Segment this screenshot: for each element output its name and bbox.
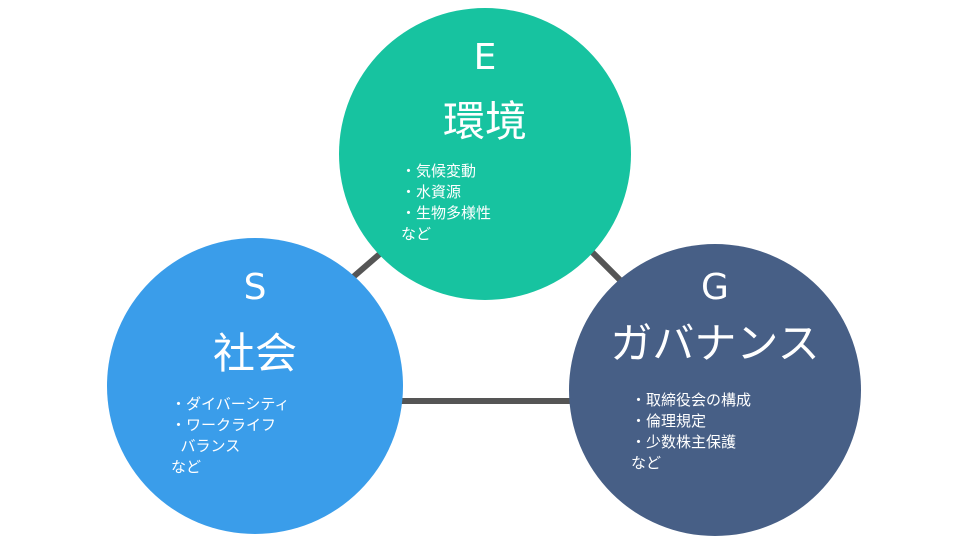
social-etc: など xyxy=(171,458,202,476)
governance-circle: G ガバナンス ・取締役会の構成 ・倫理規定 ・少数株主保護 など xyxy=(569,244,861,536)
social-item: ・ダイバーシティ xyxy=(171,395,290,413)
connector-environment-governance xyxy=(587,247,623,283)
governance-item: ・倫理規定 xyxy=(631,412,707,430)
governance-title: ガバナンス xyxy=(610,319,820,368)
social-items: ・ダイバーシティ ・ワークライフ バランス xyxy=(171,394,290,457)
governance-item: ・少数株主保護 xyxy=(631,433,737,451)
environment-circle: E 環境 ・気候変動 ・水資源 ・生物多様性 など xyxy=(339,8,631,300)
social-item: ・ワークライフ xyxy=(171,416,277,434)
environment-letter: E xyxy=(473,37,497,78)
environment-item: ・水資源 xyxy=(401,183,462,201)
social-letter: S xyxy=(243,267,267,308)
environment-title: 環境 xyxy=(442,97,527,146)
connector-environment-social xyxy=(350,249,384,281)
environment-items: ・気候変動 ・水資源 ・生物多様性 xyxy=(401,161,491,224)
environment-item: ・気候変動 xyxy=(401,162,477,180)
governance-item: ・取締役会の構成 xyxy=(631,391,752,409)
governance-letter: G xyxy=(701,267,729,308)
environment-item: ・生物多様性 xyxy=(401,204,492,222)
governance-etc: など xyxy=(631,454,662,472)
environment-etc: など xyxy=(401,225,432,243)
governance-items: ・取締役会の構成 ・倫理規定 ・少数株主保護 xyxy=(631,390,751,453)
social-item: バランス xyxy=(171,437,241,455)
social-title: 社会 xyxy=(212,329,297,378)
social-circle: S 社会 ・ダイバーシティ ・ワークライフ バランス など xyxy=(107,238,403,534)
